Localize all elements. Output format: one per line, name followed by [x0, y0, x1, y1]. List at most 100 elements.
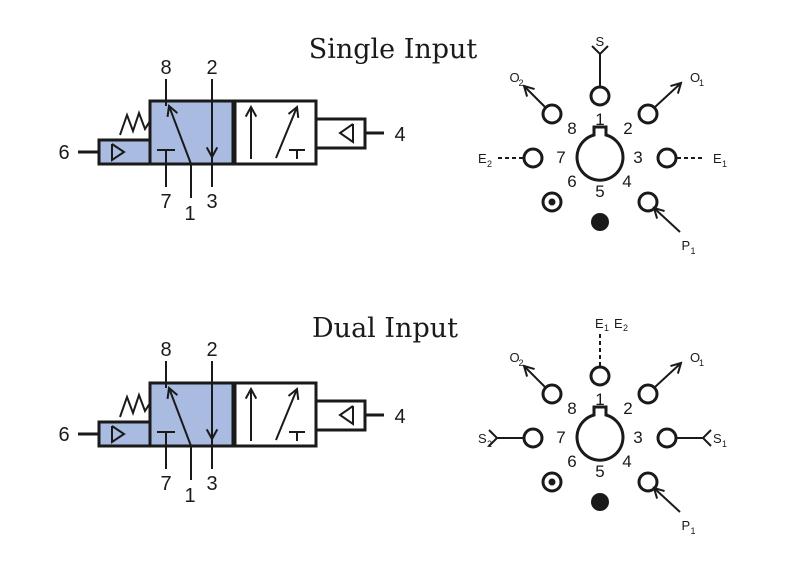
- top-ext-main2: E: [614, 316, 623, 331]
- o2-label: O2: [510, 350, 524, 368]
- port-ring-4: [637, 471, 659, 493]
- flow-diagonal-right: [275, 388, 298, 441]
- port-label-4: 4: [394, 406, 405, 428]
- flow-arrow-left: [166, 386, 179, 400]
- port-num-3: 3: [633, 428, 642, 447]
- flow-arrow-up: [244, 104, 258, 118]
- o2-arrow-line: [523, 365, 546, 388]
- port-num-6: 6: [567, 452, 576, 471]
- left-ext-label-sub: 2: [487, 159, 492, 169]
- o1-label: O1: [690, 350, 704, 368]
- o1-arrow-line: [654, 362, 682, 388]
- port-num-4: 4: [622, 172, 631, 191]
- flow-arrow-diag: [287, 105, 300, 119]
- port-num-1: 1: [595, 110, 604, 129]
- top-ext-sub: 1: [604, 323, 609, 333]
- o2-arrow-line: [523, 85, 546, 108]
- spring-icon: [119, 110, 151, 136]
- port-6-dot: [548, 478, 556, 486]
- port-ring-8: [541, 383, 563, 405]
- port-label-7: 7: [160, 191, 171, 213]
- o2-label-main: O: [510, 70, 520, 85]
- center-keyed-circle: [575, 405, 625, 462]
- port-num-1: 1: [595, 390, 604, 409]
- port-num-5: 5: [595, 182, 604, 201]
- o1-label-main: O: [690, 350, 700, 365]
- section-title: Single Input: [309, 34, 478, 65]
- valve-body-right: [232, 381, 318, 448]
- o2-label-sub: 2: [519, 358, 524, 368]
- o2-label-main: O: [510, 350, 520, 365]
- port-ring-7: [522, 147, 544, 169]
- left-ext-label-main: E: [478, 151, 487, 166]
- o1-arrow-head: [670, 361, 683, 374]
- o1-label: O1: [690, 70, 704, 88]
- port-label-3: 3: [206, 473, 217, 495]
- right-ext-label-main: S: [713, 431, 722, 446]
- p1-label-main: P: [682, 238, 691, 253]
- port-label-2: 2: [206, 57, 217, 79]
- o1-label-main: O: [690, 70, 700, 85]
- port-label-8: 8: [160, 57, 171, 79]
- port-ring-4: [637, 191, 659, 213]
- center-keyed-circle: [575, 125, 625, 182]
- p1-label-main: P: [682, 518, 691, 533]
- top-ext-sub2: 2: [623, 323, 628, 333]
- top-ext-label-main: S: [596, 34, 605, 49]
- port-label-6: 6: [58, 142, 69, 164]
- right-ext-label-main: E: [713, 151, 722, 166]
- port-num-6: 6: [567, 172, 576, 191]
- port-num-8: 8: [567, 399, 576, 418]
- port-ring-2: [637, 103, 659, 125]
- pilot-triangle-left: [111, 143, 126, 162]
- o1-label-sub: 1: [699, 358, 704, 368]
- section-title: Dual Input: [312, 313, 458, 344]
- p1-arrow-head: [652, 486, 665, 499]
- port-5-plug: [591, 213, 609, 231]
- port-num-2: 2: [623, 399, 632, 418]
- p1-arrow-line: [653, 207, 681, 233]
- right-fork-icon: [701, 429, 712, 447]
- port-num-3: 3: [633, 148, 642, 167]
- flow-diagonal-left: [168, 105, 192, 165]
- left-fork-icon: [488, 429, 499, 447]
- o1-label-sub: 1: [699, 78, 704, 88]
- o2-arrow-head: [522, 364, 535, 377]
- port-num-8: 8: [567, 119, 576, 138]
- port-ring-3: [656, 427, 678, 449]
- port-ring-1: [589, 365, 611, 387]
- port-num-7: 7: [556, 148, 565, 167]
- port-label-6: 6: [58, 424, 69, 446]
- port-num-2: 2: [623, 119, 632, 138]
- spring-icon: [119, 392, 151, 418]
- pilot-triangle-right: [338, 405, 354, 426]
- port-label-8: 8: [160, 339, 171, 361]
- flow-diagonal-left: [168, 387, 192, 447]
- p1-label-sub: 1: [691, 526, 696, 536]
- port-label-3: 3: [206, 191, 217, 213]
- port-label-1: 1: [184, 203, 195, 225]
- port-ring-8: [541, 103, 563, 125]
- port-label-1: 1: [184, 485, 195, 507]
- p1-label-sub: 1: [691, 246, 696, 256]
- port-6-dot: [548, 198, 556, 206]
- port-ring-1: [589, 85, 611, 107]
- flow-arrow-up: [244, 386, 258, 400]
- valve-body-left: [148, 99, 236, 166]
- port-ring-7: [522, 427, 544, 449]
- pilot-triangle-left: [111, 425, 126, 444]
- o1-arrow-head: [670, 81, 683, 94]
- port-label-2: 2: [206, 339, 217, 361]
- port-5-plug: [591, 493, 609, 511]
- pilot-triangle-right: [338, 123, 354, 144]
